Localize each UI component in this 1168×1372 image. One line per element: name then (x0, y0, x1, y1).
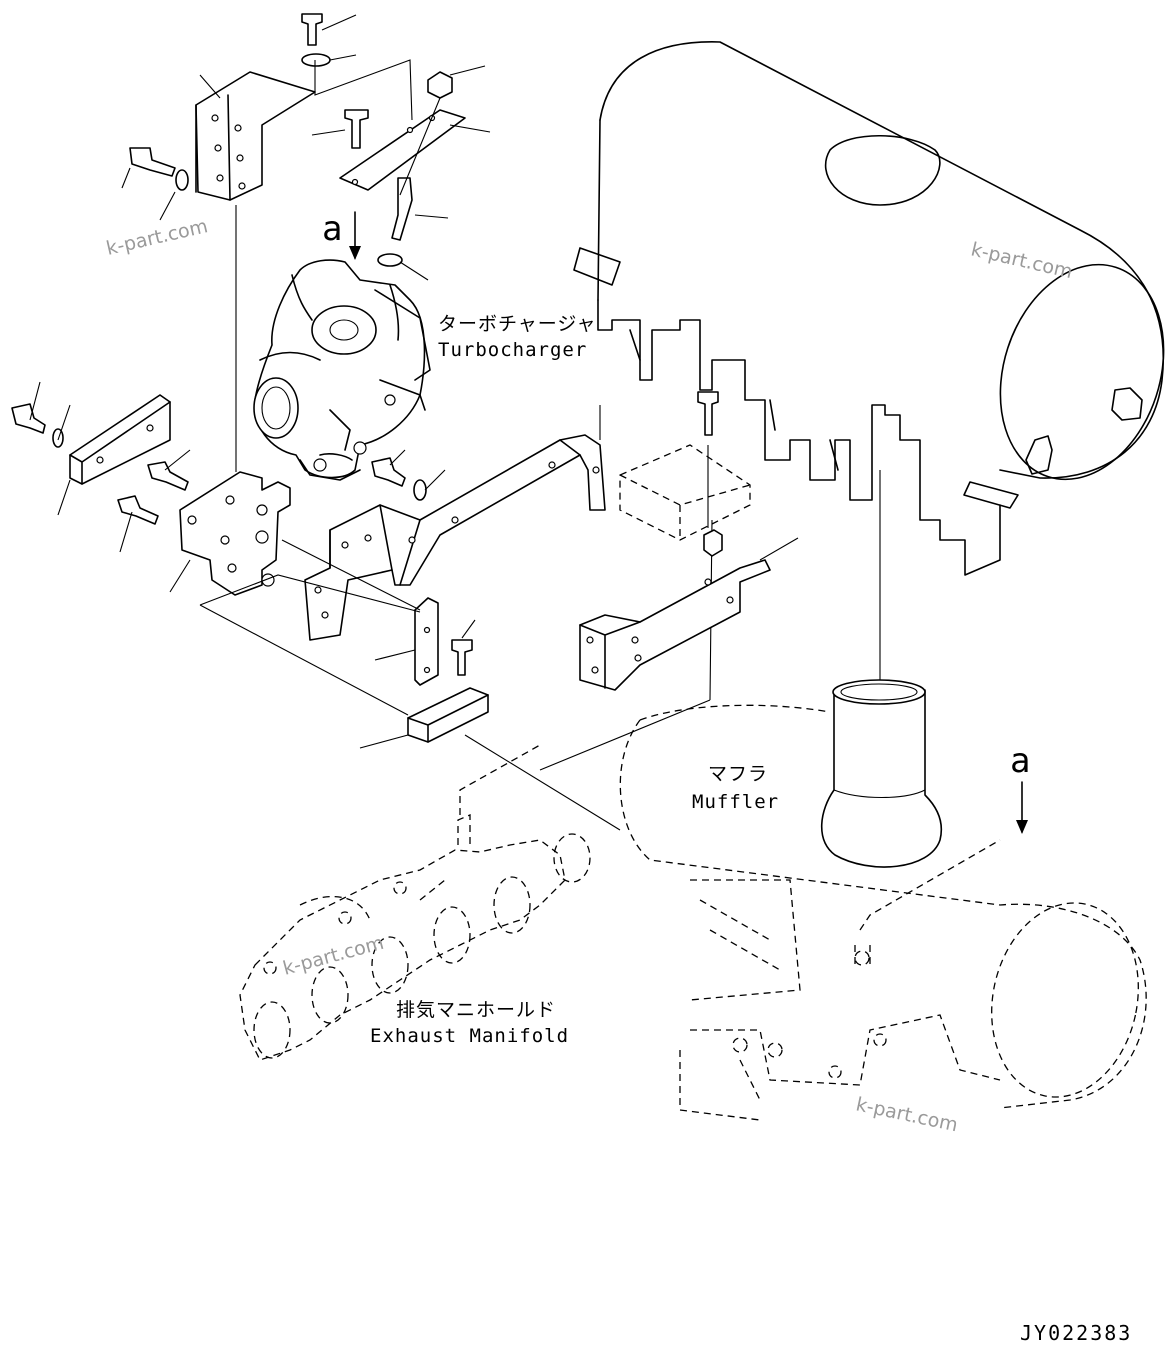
muffler-label-en: Muffler (692, 791, 779, 813)
turbocharger (253, 259, 431, 481)
center-bracket (199, 405, 713, 831)
right-bracket-assembly (579, 391, 799, 691)
turbocharger-label-en: Turbocharger (438, 339, 587, 361)
view-ref-top-arrow (349, 211, 361, 260)
watermark: k-part.com (104, 215, 210, 260)
watermark: k-part.com (281, 932, 387, 980)
turbocharger-label-jp: ターボチャージャ (438, 313, 596, 335)
view-ref-right: a (1010, 741, 1030, 781)
watermark: k-part.com (854, 1093, 960, 1136)
muffler-drum (573, 41, 1165, 576)
muffler-label-jp: マフラ (708, 763, 768, 785)
view-ref-right-arrow (1016, 781, 1028, 834)
drawing-code: JY022383 (1020, 1321, 1132, 1345)
watermark: k-part.com (969, 238, 1075, 283)
upper-bracket-assembly (121, 13, 491, 281)
exhaust-manifold-label-jp: 排気マニホールド (396, 999, 556, 1021)
exhaust-manifold (239, 744, 591, 1061)
left-bracket-assembly (11, 205, 291, 596)
exhaust-manifold-label-en: Exhaust Manifold (370, 1025, 569, 1047)
view-ref-top: a (322, 209, 342, 249)
muffler-phantom (619, 679, 1147, 1121)
